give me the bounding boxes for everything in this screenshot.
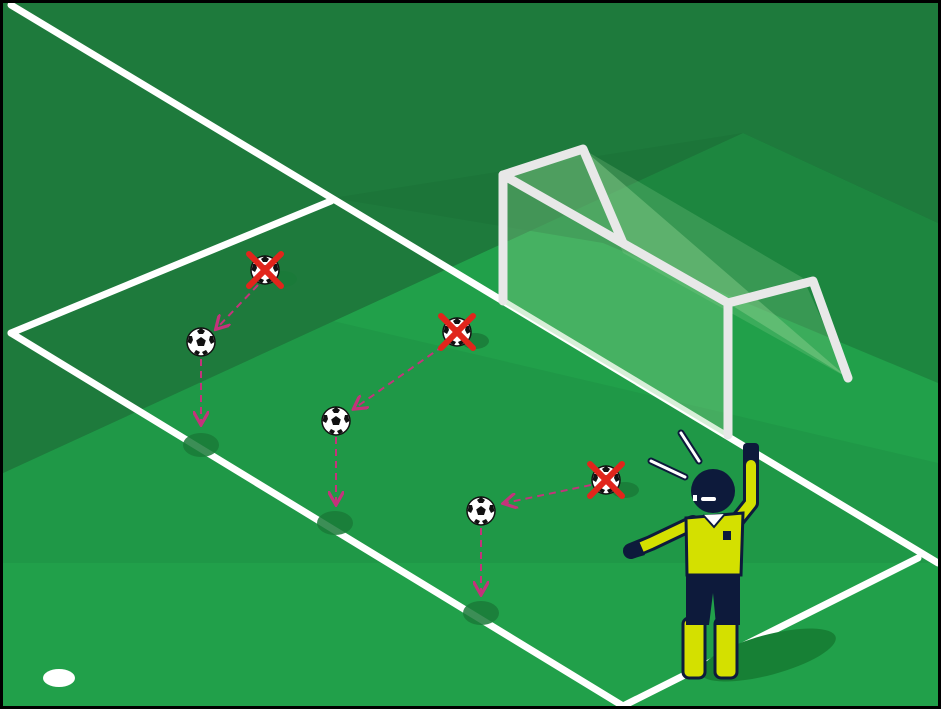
soccer-ball-icon [187,328,215,356]
ball-crossed-3 [590,464,622,496]
ball-crossed-2 [441,316,473,348]
soccer-ball-icon [467,497,495,525]
pitch [3,3,938,706]
penalty-spot [43,669,75,687]
ball-crossed-1 [249,254,281,286]
soccer-ball-icon [322,407,350,435]
